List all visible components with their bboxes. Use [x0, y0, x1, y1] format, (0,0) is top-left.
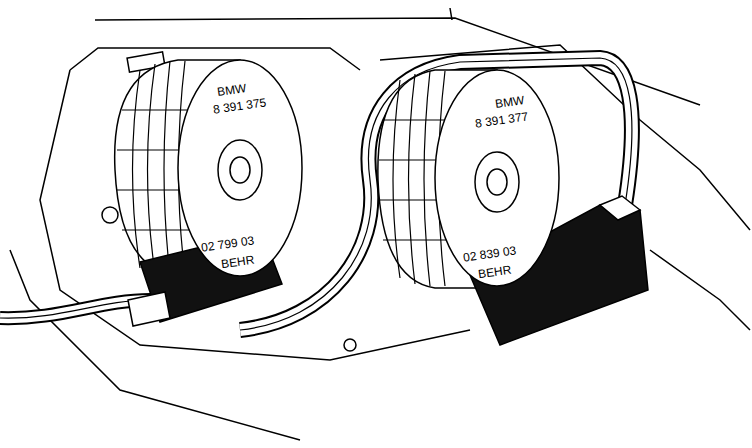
wire-bundle: [0, 300, 150, 318]
panel-edge: [450, 8, 452, 20]
actuator-motor: [378, 70, 648, 345]
actuator-motor: [115, 60, 302, 326]
mount-lug: [344, 339, 356, 351]
housing-outline: [650, 250, 750, 330]
mount-lug: [102, 207, 118, 223]
